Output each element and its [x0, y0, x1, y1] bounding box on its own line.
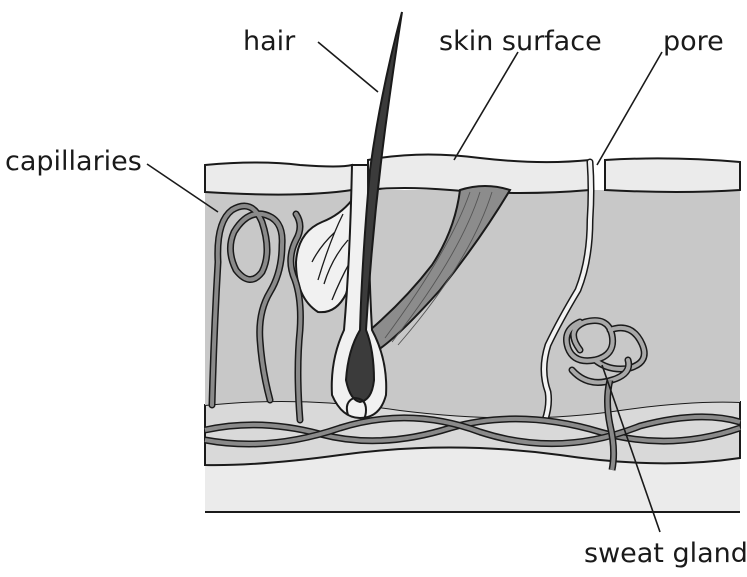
label-skin-surface: skin surface — [439, 26, 602, 57]
pore-leader-line — [597, 52, 662, 165]
label-sweat-gland: sweat gland — [584, 538, 747, 569]
skin-surface-leader-line — [454, 52, 518, 160]
epidermis — [205, 163, 352, 195]
label-hair: hair — [243, 26, 296, 57]
label-pore: pore — [663, 26, 724, 57]
hair-leader-line — [318, 42, 378, 92]
epidermis — [605, 158, 740, 192]
label-capillaries: capillaries — [5, 146, 142, 177]
